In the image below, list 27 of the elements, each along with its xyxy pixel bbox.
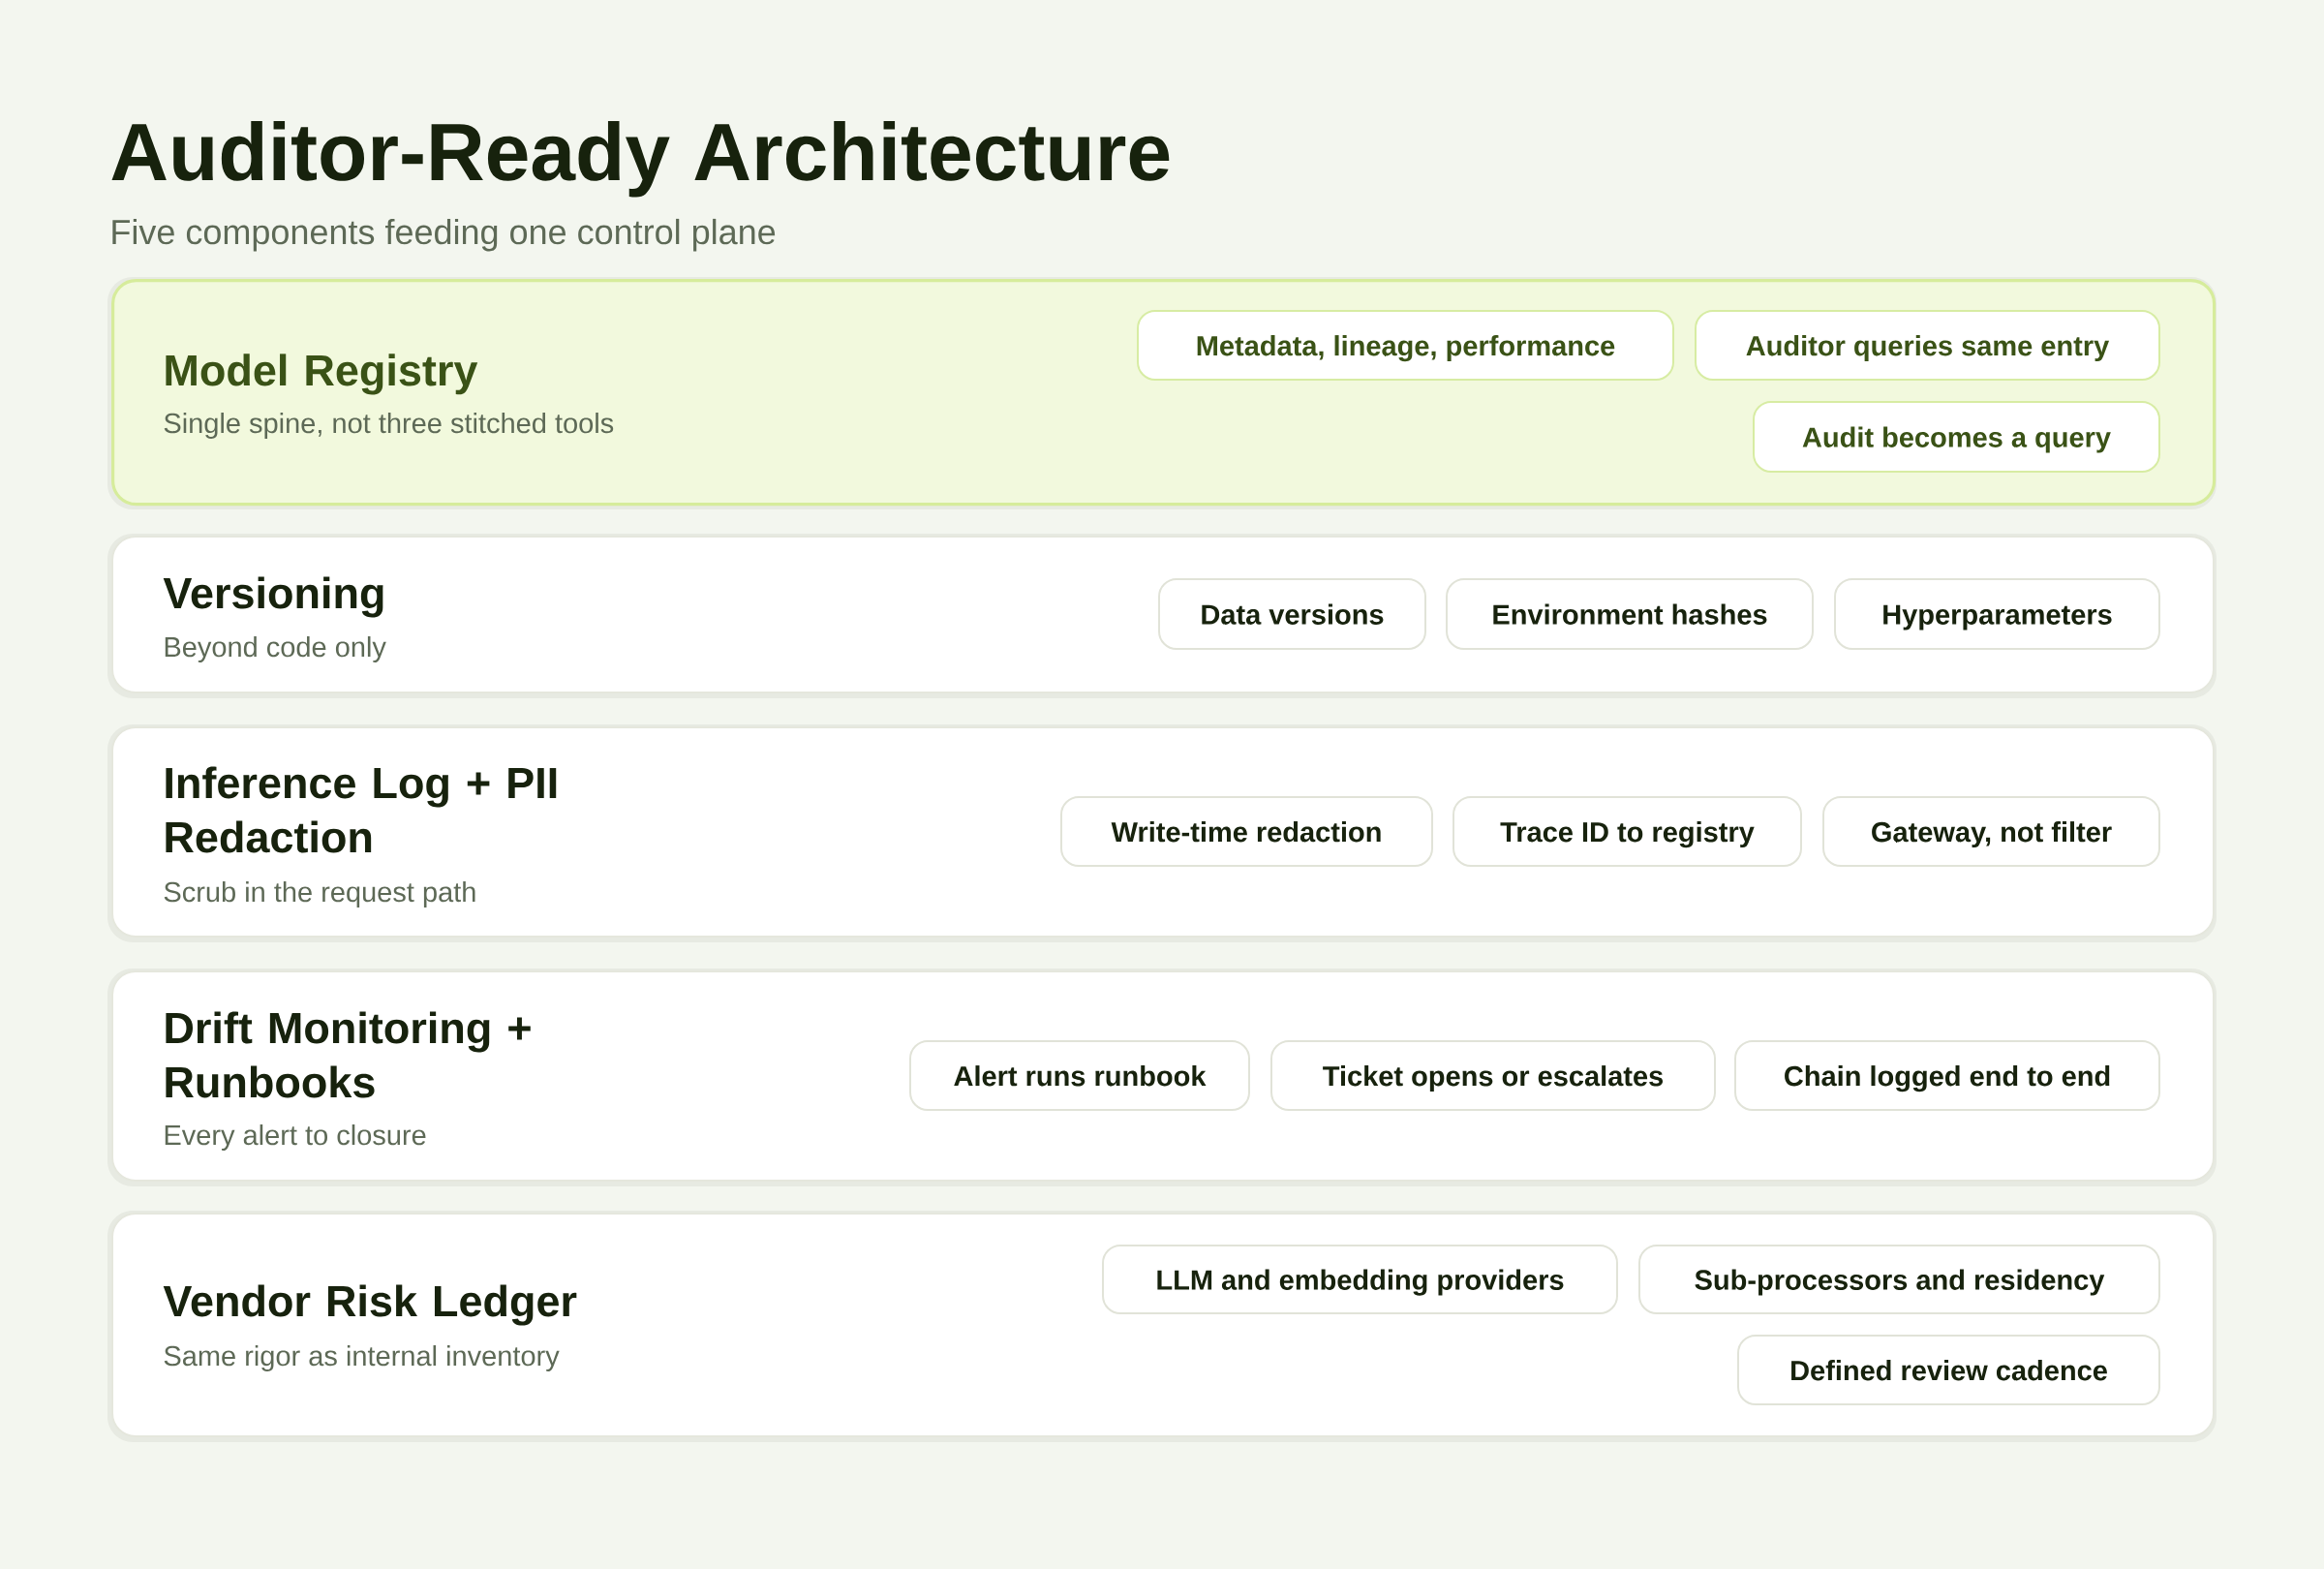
card-title: Model Registry	[166, 354, 478, 395]
tag-chip: Environment hashes	[1446, 578, 1814, 650]
card-subtitle: Beyond code only	[165, 636, 386, 662]
tag-chip: Hyperparameters	[1834, 578, 2160, 650]
card-title: Inference Log + PII Redaction	[166, 766, 557, 853]
tag-chip: Trace ID to registry	[1452, 796, 1802, 867]
card-subtitle: Single spine, not three stitched tools	[164, 413, 614, 439]
tag-chip: LLM and embedding providers	[1102, 1245, 1618, 1314]
card-title: Drift Monitoring + Runbooks	[166, 1011, 531, 1098]
card-subtitle: Same rigor as internal inventory	[164, 1345, 560, 1372]
card-title: Vendor Risk Ledger	[163, 1284, 577, 1326]
tag-chip: Metadata, lineage, performance	[1137, 310, 1674, 381]
subheading: Five components feeding one control plane	[112, 218, 776, 252]
tag-chip: Alert runs runbook	[909, 1040, 1250, 1111]
tag-chip: Defined review cadence	[1737, 1335, 2160, 1405]
card-subtitle: Every alert to closure	[165, 1124, 426, 1151]
tag-chip: Gateway, not filter	[1822, 796, 2160, 867]
card-title: Versioning	[163, 576, 383, 618]
tag-chip: Write-time redaction	[1060, 796, 1433, 867]
heading: Auditor-Ready Architecture	[111, 121, 1170, 198]
tag-chip: Audit becomes a query	[1753, 401, 2160, 473]
tag-chip: Data versions	[1158, 578, 1426, 650]
card-subtitle: Scrub in the request path	[164, 881, 475, 908]
tag-chip: Sub-processors and residency	[1638, 1245, 2160, 1314]
tag-chip: Auditor queries same entry	[1695, 310, 2160, 381]
tag-chip: Ticket opens or escalates	[1270, 1040, 1716, 1111]
tag-chip: Chain logged end to end	[1734, 1040, 2160, 1111]
